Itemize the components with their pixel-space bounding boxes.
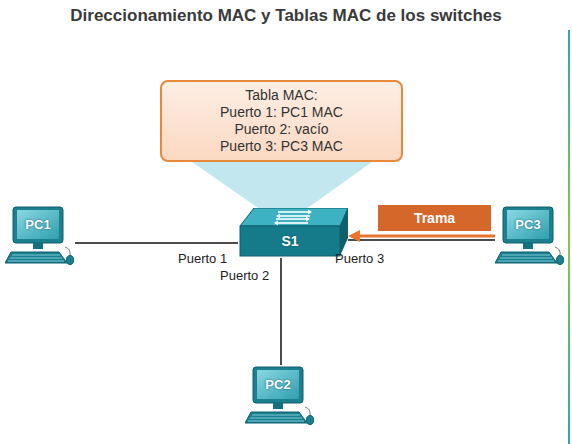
switch-arrow (278, 211, 308, 213)
mouse (557, 256, 564, 265)
side-rule (568, 30, 570, 444)
node-label: PC3 (507, 210, 549, 239)
keyboard-keys (498, 261, 554, 262)
keyboard-keys (10, 258, 62, 259)
node-label: PC1 (17, 210, 59, 239)
table-line: Tabla MAC: (245, 87, 317, 104)
switch-arrow (280, 215, 310, 217)
table-line: Puerto 1: PC1 MAC (220, 104, 343, 121)
pc-node: PC2 (245, 365, 315, 427)
monitor-stand (273, 403, 283, 409)
keyboard-keys (248, 421, 304, 422)
switch-top (240, 208, 348, 226)
switch-arrow-head (274, 221, 278, 226)
callout-beam (192, 162, 372, 212)
switch-side (340, 208, 348, 256)
pc-node: PC1 (5, 205, 75, 267)
keyboard-keys (250, 418, 302, 419)
monitor-screen (507, 210, 549, 239)
monitor-body (503, 207, 553, 243)
table-line: Puerto 3: PC3 MAC (220, 138, 343, 155)
pc-node: PC3 (495, 205, 565, 267)
keyboard (5, 252, 67, 263)
frame-arrow (358, 235, 495, 238)
mouse-cord (555, 247, 560, 255)
network-cable (348, 239, 495, 241)
mouse (307, 416, 314, 425)
pc-icon (245, 365, 315, 427)
port-label: Puerto 2 (220, 268, 269, 283)
monitor-body (253, 367, 303, 403)
pc-icon (495, 205, 565, 267)
table-line: Puerto 2: vacío (234, 121, 328, 138)
node-label: PC2 (257, 370, 299, 399)
trama-node: Trama (378, 205, 491, 231)
monitor-stand (523, 243, 533, 249)
keyboard-keys (500, 258, 552, 259)
monitor-stand (33, 243, 43, 249)
node-label: Trama (414, 210, 455, 226)
keyboard (495, 252, 557, 263)
monitor-screen (17, 210, 59, 239)
keyboard-keys (502, 255, 550, 256)
switch-arrow-head (276, 214, 280, 219)
keyboard-keys (12, 255, 60, 256)
keyboard-keys (252, 415, 300, 416)
port-label: Puerto 1 (178, 251, 227, 266)
switch-arrow-head (306, 217, 310, 222)
switch-arrow (276, 218, 306, 220)
switch-arrow-head (308, 210, 312, 215)
switch-node: S1 (238, 208, 348, 258)
node-label: S1 (240, 226, 340, 256)
pc-icon (5, 205, 75, 267)
mouse (67, 256, 74, 265)
diagram-title: Direccionamiento MAC y Tablas MAC de los… (0, 6, 572, 26)
mouse-cord (65, 247, 70, 255)
arrow-head (348, 230, 360, 242)
monitor-body (13, 207, 63, 243)
keyboard-keys (8, 261, 64, 262)
network-cable (280, 258, 282, 365)
callout-node: Tabla MAC:Puerto 1: PC1 MACPuerto 2: vac… (160, 80, 403, 162)
mouse-cord (305, 407, 310, 415)
monitor-screen (257, 370, 299, 399)
switch-arrow (278, 222, 308, 224)
network-cable (75, 242, 238, 244)
port-label: Puerto 3 (335, 251, 384, 266)
switch-front (240, 226, 340, 256)
keyboard (245, 412, 307, 423)
